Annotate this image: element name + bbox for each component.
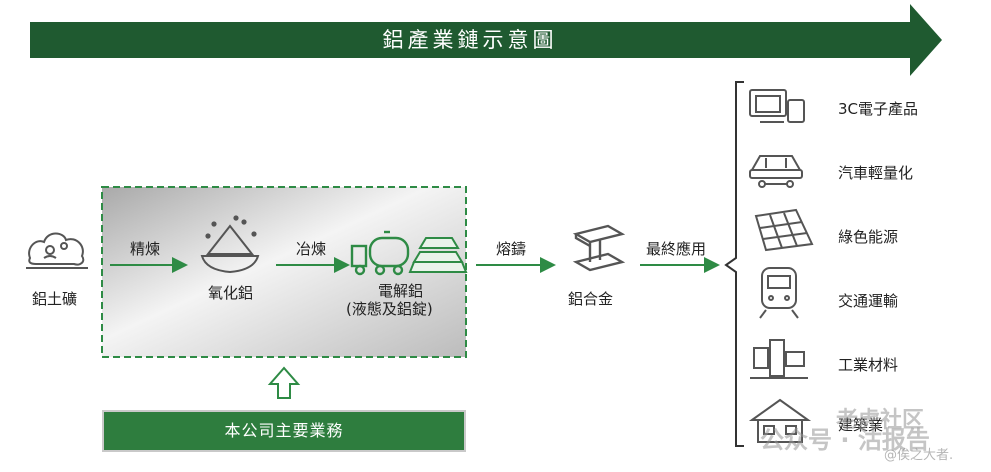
label-smelting: 冶煉 bbox=[296, 240, 327, 258]
label-electrolytic-aluminum: 電解鋁 bbox=[378, 282, 424, 300]
banner-title: 鋁產業鏈示意圖 bbox=[382, 28, 558, 52]
app-label-transportation: 交通運輸 bbox=[838, 292, 899, 310]
tank-truck-icon bbox=[350, 230, 410, 276]
aluminum-alloy-icon bbox=[572, 224, 626, 272]
industrial-machine-icon bbox=[750, 339, 808, 379]
label-final-use: 最終應用 bbox=[646, 240, 707, 258]
aluminum-ingots-icon bbox=[408, 237, 468, 273]
bauxite-ore-icon bbox=[26, 232, 88, 269]
business-scope-box bbox=[101, 186, 467, 358]
label-bauxite: 鋁土礦 bbox=[32, 290, 78, 308]
electronics-icon bbox=[749, 89, 805, 123]
label-aluminum-alloy: 鋁合金 bbox=[568, 290, 614, 308]
watermark-account: 公众号 · 沽报告 bbox=[760, 426, 930, 454]
solar-panel-icon bbox=[754, 208, 814, 252]
applications-bracket bbox=[724, 81, 744, 447]
main-business-box: 本公司主要業務 bbox=[102, 410, 466, 452]
car-icon bbox=[749, 155, 803, 188]
app-label-industrial: 工業材料 bbox=[838, 356, 899, 374]
app-label-green-energy: 綠色能源 bbox=[838, 228, 899, 246]
up-arrow-icon bbox=[267, 366, 301, 399]
alumina-powder-icon bbox=[200, 215, 260, 274]
building-icon bbox=[748, 398, 812, 443]
watermark-handle: @俟之大者. bbox=[884, 448, 954, 463]
app-label-electronics: 3C電子產品 bbox=[838, 100, 919, 118]
label-refining: 精煉 bbox=[130, 240, 161, 258]
label-casting: 熔鑄 bbox=[496, 240, 527, 258]
train-icon bbox=[759, 267, 799, 319]
banner-arrow bbox=[30, 4, 942, 76]
app-label-automotive: 汽車輕量化 bbox=[838, 164, 914, 182]
watermark-community: 老虎社区 bbox=[836, 408, 925, 433]
app-label-construction: 建築業 bbox=[838, 416, 884, 434]
label-electrolytic-forms: (液態及鋁錠) bbox=[346, 300, 433, 318]
label-alumina: 氧化鋁 bbox=[208, 284, 254, 302]
